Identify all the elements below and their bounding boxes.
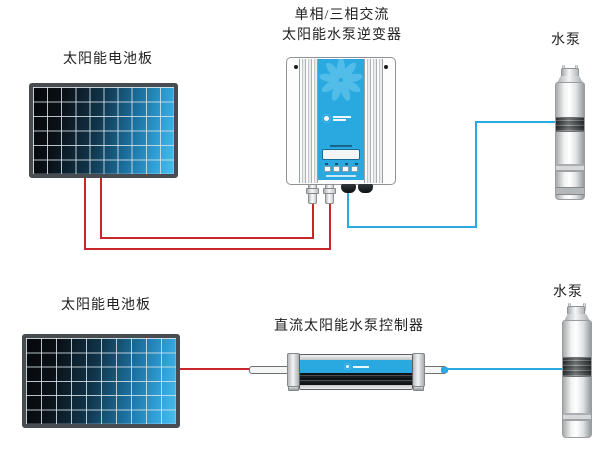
controller-input-lead bbox=[249, 366, 289, 374]
screw-icon bbox=[384, 65, 388, 69]
bottom-pump-label: 水泵 bbox=[553, 285, 583, 300]
brand-text-bars bbox=[333, 116, 351, 121]
brand-text-bars bbox=[353, 365, 369, 368]
pump-ring bbox=[563, 413, 591, 421]
pump-ring bbox=[556, 164, 584, 172]
lcd-display bbox=[322, 149, 360, 160]
heatsink-ribs bbox=[364, 59, 383, 183]
output-connector bbox=[358, 184, 373, 193]
gland-nut bbox=[306, 188, 319, 194]
pump-body bbox=[555, 82, 585, 200]
mounting-foot bbox=[413, 386, 424, 391]
dc-wire-segment bbox=[100, 237, 314, 239]
button bbox=[333, 166, 340, 172]
gland-nut bbox=[323, 188, 336, 194]
water-pump-top bbox=[555, 65, 585, 200]
dc-wire-segment bbox=[312, 202, 314, 239]
brand-logo bbox=[322, 114, 351, 123]
dc-wire-segment bbox=[100, 178, 102, 239]
lcd-caption-bar bbox=[330, 145, 352, 147]
pump-ring bbox=[556, 187, 584, 195]
dc-wire-segment bbox=[180, 368, 252, 370]
button bbox=[342, 166, 349, 172]
ac-wire-segment bbox=[347, 226, 477, 228]
solar-panel-top bbox=[29, 83, 178, 178]
top-pump-label: 水泵 bbox=[551, 33, 581, 48]
solar-panel-bottom bbox=[22, 334, 180, 428]
ac-wire-segment bbox=[475, 121, 564, 123]
ac-inverter bbox=[286, 57, 396, 185]
button-marks bbox=[325, 163, 358, 165]
dc-wire-segment bbox=[84, 178, 86, 250]
sun-flower-icon bbox=[319, 59, 363, 101]
screw-icon bbox=[294, 65, 298, 69]
mounting-foot bbox=[288, 386, 299, 391]
controller-label: 直流太阳能水泵控制器 bbox=[274, 319, 424, 334]
connector-tip bbox=[441, 367, 448, 373]
inverter-front-panel bbox=[318, 59, 364, 180]
controller-body bbox=[299, 354, 413, 390]
dc-wire-segment bbox=[329, 202, 331, 250]
button bbox=[324, 166, 331, 172]
cable-gland bbox=[325, 184, 334, 204]
controller-bottom-strip bbox=[300, 385, 412, 389]
ac-wire-segment bbox=[475, 121, 477, 228]
top-panel-label: 太阳能电池板 bbox=[63, 52, 153, 67]
water-pump-bottom bbox=[562, 303, 592, 438]
inverter-title-line1: 单相/三相交流 bbox=[294, 8, 390, 23]
output-connector bbox=[341, 184, 356, 193]
controller-top-strip bbox=[300, 355, 412, 360]
pump-neck bbox=[557, 76, 583, 83]
pump-cap bbox=[567, 306, 585, 315]
button bbox=[351, 166, 358, 172]
controller-blue-band bbox=[300, 360, 412, 373]
pump-ribbed-band bbox=[563, 357, 591, 377]
pump-neck bbox=[564, 314, 590, 321]
dc-wire-segment bbox=[84, 248, 331, 250]
panel-footer-bar bbox=[326, 175, 356, 177]
dc-pump-wire-segment bbox=[444, 368, 564, 370]
gear-logo-icon bbox=[344, 363, 351, 370]
dc-controller bbox=[287, 351, 425, 393]
ac-wire-segment bbox=[347, 192, 349, 228]
gear-logo-icon bbox=[322, 114, 331, 123]
brand-logo bbox=[344, 363, 369, 370]
pump-cap bbox=[561, 68, 579, 77]
controller-ribbed-band bbox=[300, 373, 412, 385]
inverter-title: 单相/三相交流 太阳能水泵逆变器 bbox=[252, 6, 432, 46]
controller-end-cap bbox=[412, 353, 425, 387]
heatsink-ribs bbox=[299, 59, 318, 183]
inverter-title-line2: 太阳能水泵逆变器 bbox=[282, 28, 402, 43]
bottom-panel-label: 太阳能电池板 bbox=[61, 298, 151, 313]
cable-gland bbox=[308, 184, 317, 204]
pump-ribbed-band bbox=[556, 117, 584, 132]
control-buttons bbox=[324, 166, 358, 172]
